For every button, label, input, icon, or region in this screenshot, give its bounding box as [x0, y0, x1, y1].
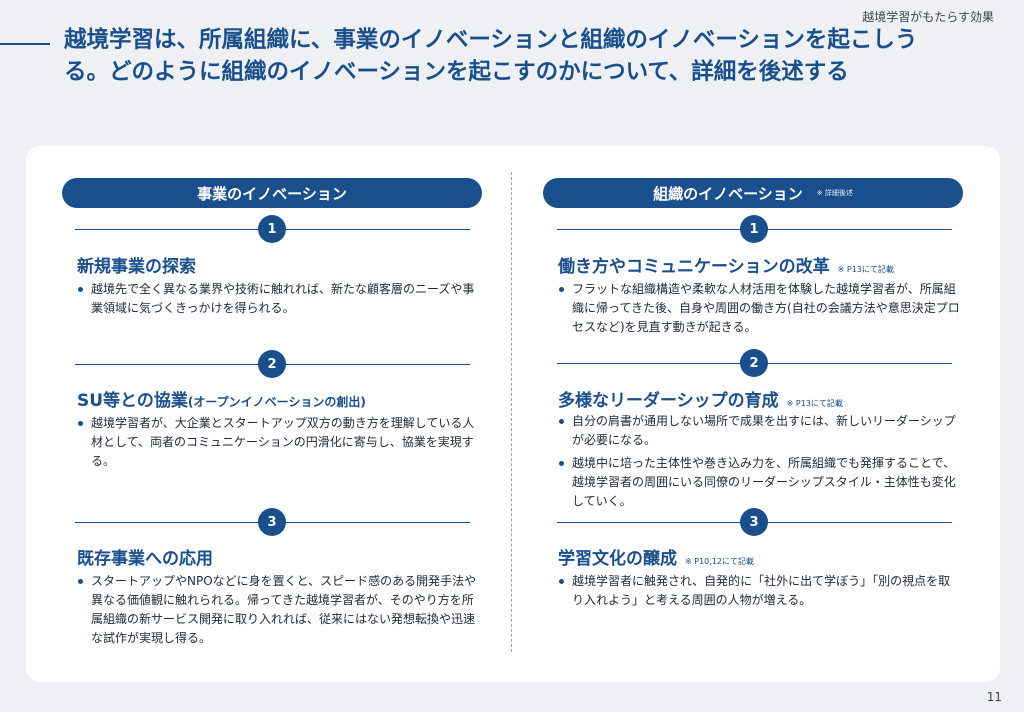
- bullet-item: 越境中に培った主体性や巻き込み力を、所属組織でも発揮することで、越境学習者の周囲…: [558, 454, 960, 511]
- left-item-2-bullets: 越境学習者が、大企業とスタートアップ双方の動き方を理解している人材として、両者の…: [77, 414, 477, 475]
- content-card: [26, 146, 1000, 682]
- left-item-2-number: 2: [258, 350, 286, 378]
- bullet-item: 越境先で全く異なる業界や技術に触れれば、新たな顧客層のニーズや事業領域に気づくき…: [77, 280, 477, 318]
- left-item-1-number: 1: [258, 215, 286, 243]
- business-innovation-title: 事業のイノベーション: [197, 184, 347, 203]
- right-item-1-bullets: フラットな組織構造や柔軟な人材活用を体験した越境学習者が、所属組織に帰ってきた後…: [558, 280, 960, 341]
- bullet-item: 越境学習者が、大企業とスタートアップ双方の動き方を理解している人材として、両者の…: [77, 414, 477, 471]
- right-item-1-number: 1: [740, 215, 768, 243]
- organization-innovation-note: ※ 詳細後述: [816, 189, 853, 197]
- right-item-2-note: ※ P13にて記載: [786, 399, 843, 408]
- right-item-3-number: 3: [740, 508, 768, 536]
- bullet-item: 越境学習者に触発され、自発的に「社外に出て学ぼう」「別の視点を取り入れよう」と考…: [558, 572, 960, 610]
- right-item-2-bullets: 自分の肩書が通用しない場所で成果を出すには、新しいリーダーシップが必要になる。 …: [558, 412, 960, 515]
- column-divider: [511, 172, 512, 652]
- right-item-1-title-main: 働き方やコミュニケーションの改革: [558, 257, 830, 277]
- right-item-2-number: 2: [740, 349, 768, 377]
- business-innovation-header: 事業のイノベーション: [62, 178, 482, 208]
- right-item-2-title: 多様なリーダーシップの育成 ※ P13にて記載: [558, 386, 843, 411]
- left-item-3-title: 既存事業への応用: [77, 549, 213, 569]
- left-item-1-title: 新規事業の探索: [77, 257, 196, 277]
- left-item-3-bullets: スタートアップやNPOなどに身を置くと、スピード感のある開発手法や異なる価値観に…: [77, 572, 477, 652]
- right-item-3-title: 学習文化の醸成 ※ P10,12にて記載: [558, 544, 754, 569]
- bullet-item: フラットな組織構造や柔軟な人材活用を体験した越境学習者が、所属組織に帰ってきた後…: [558, 280, 960, 337]
- section-label: 越境学習がもたらす効果: [862, 10, 994, 24]
- headline-accent-line: [0, 43, 50, 45]
- left-item-2-title-main: SU等との協業: [77, 391, 188, 411]
- left-item-2-title-sub: (オープンイノベーションの創出): [187, 395, 366, 409]
- right-item-3-title-main: 学習文化の醸成: [558, 549, 677, 569]
- organization-innovation-title: 組織のイノベーション: [653, 184, 803, 203]
- organization-innovation-header: 組織のイノベーション ※ 詳細後述: [543, 178, 963, 208]
- right-item-2-title-main: 多様なリーダーシップの育成: [558, 391, 779, 411]
- left-item-2-title: SU等との協業(オープンイノベーションの創出): [77, 386, 366, 411]
- bullet-item: スタートアップやNPOなどに身を置くと、スピード感のある開発手法や異なる価値観に…: [77, 572, 477, 648]
- page-headline: 越境学習は、所属組織に、事業のイノベーションと組織のイノベーションを起こしうる。…: [64, 27, 918, 85]
- right-item-1-title: 働き方やコミュニケーションの改革 ※ P13にて記載: [558, 252, 894, 277]
- left-item-3-number: 3: [258, 508, 286, 536]
- left-item-1-bullets: 越境先で全く異なる業界や技術に触れれば、新たな顧客層のニーズや事業領域に気づくき…: [77, 280, 477, 322]
- right-item-3-note: ※ P10,12にて記載: [685, 557, 754, 566]
- page-number: 11: [986, 690, 1002, 704]
- bullet-item: 自分の肩書が通用しない場所で成果を出すには、新しいリーダーシップが必要になる。: [558, 412, 960, 450]
- right-item-1-note: ※ P13にて記載: [837, 265, 894, 274]
- right-item-3-bullets: 越境学習者に触発され、自発的に「社外に出て学ぼう」「別の視点を取り入れよう」と考…: [558, 572, 960, 614]
